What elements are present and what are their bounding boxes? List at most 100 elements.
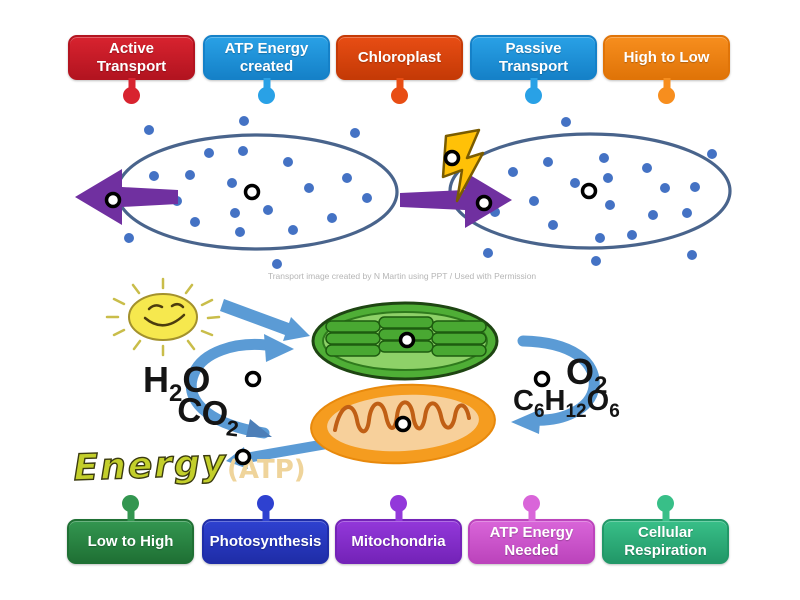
label-pin [396,77,403,91]
label-low-to-high[interactable]: Low to High [67,508,194,564]
answer-target-right-cell[interactable] [580,182,598,200]
solute-dot [570,178,580,188]
solute-dot [591,256,601,266]
label-pin [528,508,535,522]
answer-target-right-arrow[interactable] [475,194,493,212]
label-pin [663,77,670,91]
label-text: Active Transport [96,40,167,75]
label-atp-energy-needed[interactable]: ATP Energy Needed [468,508,595,564]
label-pin [263,77,270,91]
solute-dot [190,217,200,227]
sun-icon [105,277,221,357]
diffusion-cell-right [400,117,732,266]
solute-dot [149,171,159,181]
solute-dot [543,157,553,167]
lightning-bolt-icon [441,128,485,203]
label-text: Cellular Respiration [624,524,707,559]
solute-dot [235,227,245,237]
solute-dot [508,167,518,177]
solute-dot [327,213,337,223]
solute-dot [548,220,558,230]
label-pin [262,508,269,522]
solute-dot [707,149,717,159]
solute-dot [144,125,154,135]
answer-target-c6h12o6[interactable] [533,370,551,388]
solute-dot [288,225,298,235]
solute-dot [263,205,273,215]
answer-target-energy[interactable] [234,448,252,466]
solute-dot [603,173,613,183]
energy-word: Energy [73,443,228,489]
label-chloroplast[interactable]: Chloroplast [336,35,463,91]
solute-dot [342,173,352,183]
label-atp-energy-created[interactable]: ATP Energy created [203,35,330,91]
label-photosynthesis[interactable]: Photosynthesis [202,508,329,564]
solute-dots-left [124,116,372,269]
label-mitochondria[interactable]: Mitochondria [335,508,462,564]
purple-arrow-left-icon [75,169,178,225]
label-text: Chloroplast [357,48,442,66]
solute-dot [561,117,571,127]
energy-atp-text: Energy (ATP) [72,442,305,490]
label-passive-transport[interactable]: Passive Transport [470,35,597,91]
solute-dot [595,233,605,243]
answer-target-left-arrow[interactable] [104,191,122,209]
solute-dot [350,128,360,138]
label-cellular-respiration[interactable]: Cellular Respiration [602,508,729,564]
solute-dot [648,210,658,220]
solute-dot [283,157,293,167]
solute-dot [304,183,314,193]
solute-dot [627,230,637,240]
label-pin [530,77,537,91]
solute-dot [642,163,652,173]
label-pin [395,508,402,522]
label-text: ATP Energy Needed [489,524,574,559]
solute-dot [239,116,249,126]
label-text: High to Low [623,48,710,66]
label-pin [127,508,134,522]
label-text: Passive Transport [498,40,569,75]
solute-dot [124,233,134,243]
solute-dot [230,208,240,218]
arrow-mitochondria-to-energy-icon [226,438,333,469]
answer-target-chloroplast[interactable] [398,331,416,349]
label-text: Low to High [87,532,174,550]
answer-target-mitochondria[interactable] [394,415,412,433]
answer-target-h2o[interactable] [244,370,262,388]
o2-text: O2 [566,351,607,399]
solute-dot [605,200,615,210]
solute-dot [204,148,214,158]
label-text: Photosynthesis [209,532,322,550]
solute-dot [690,182,700,192]
solute-dot [185,170,195,180]
solute-dot [227,178,237,188]
label-text: ATP Energy created [224,40,309,75]
image-credit-caption: Transport image created by N Martin usin… [268,271,537,281]
solute-dot [362,193,372,203]
solute-dots-right [483,117,717,266]
label-high-to-low[interactable]: High to Low [603,35,730,91]
answer-target-lightning[interactable] [443,149,461,167]
solute-dot [272,259,282,269]
diffusion-cell-left [75,116,399,269]
answer-target-left-cell[interactable] [243,183,261,201]
solute-dot [599,153,609,163]
solute-dot [238,146,248,156]
cristae-lines [333,400,471,434]
solute-dot [660,183,670,193]
solute-dot [682,208,692,218]
h2o-text: H2O [143,359,210,407]
solute-dot [687,250,697,260]
label-active-transport[interactable]: Active Transport [68,35,195,91]
label-pin [128,77,135,91]
arrow-sun-to-chloroplast-icon [220,299,310,341]
label-text: Mitochondria [351,532,446,550]
co2-text: CO2 [174,390,242,441]
solute-dot [483,248,493,258]
arrow-chloroplast-to-mitochondria-icon [511,335,600,434]
arrow-inputs-to-chloroplast-icon [185,334,294,439]
solute-dot [529,196,539,206]
label-pin [662,508,669,522]
